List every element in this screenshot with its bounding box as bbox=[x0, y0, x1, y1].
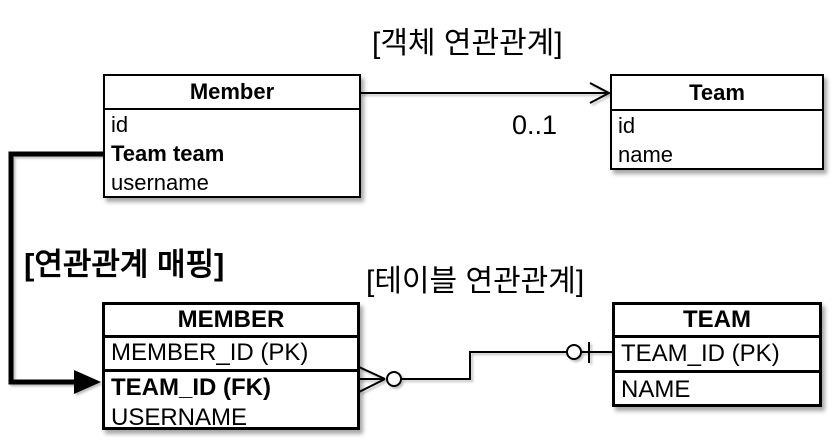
object-association-title: [객체 연관관계] bbox=[372, 27, 563, 60]
team-table-name: NAME bbox=[621, 376, 691, 403]
member-table-title: MEMBER bbox=[105, 305, 357, 338]
member-table-username: USERNAME bbox=[111, 404, 248, 431]
member-table-pk: MEMBER_ID (PK) bbox=[105, 338, 357, 372]
team-field-name: name bbox=[618, 142, 674, 167]
member-table-box: MEMBER MEMBER_ID (PK) TEAM_ID (FK) USERN… bbox=[102, 302, 360, 431]
mapping-title: [연관관계 매핑] bbox=[24, 247, 225, 282]
member-class-box: Member id Team team username bbox=[103, 74, 361, 198]
member-class-title: Member bbox=[105, 76, 359, 110]
team-class-box: Team id name bbox=[610, 74, 824, 170]
team-class-title: Team bbox=[612, 76, 822, 111]
multiplicity-label: 0..1 bbox=[512, 110, 558, 140]
member-field-username: username bbox=[111, 170, 209, 195]
object-association-arrow-line bbox=[360, 82, 612, 104]
team-field-id: id bbox=[618, 113, 636, 138]
team-table-pk: TEAM_ID (PK) bbox=[615, 338, 819, 373]
team-table-box: TEAM TEAM_ID (PK) NAME bbox=[612, 302, 822, 407]
member-field-id: id bbox=[111, 112, 129, 137]
table-association-title: [테이블 연관관계] bbox=[366, 265, 585, 298]
member-table-fk: TEAM_ID (FK) bbox=[111, 374, 271, 401]
member-field-team: Team team bbox=[111, 141, 225, 166]
table-relationship-line bbox=[358, 342, 612, 393]
team-table-title: TEAM bbox=[615, 305, 819, 338]
